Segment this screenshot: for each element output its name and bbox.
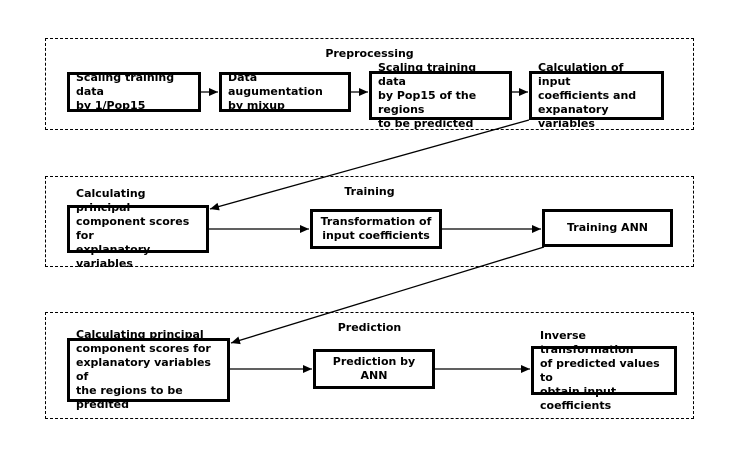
training-ann-box: Training ANN [542, 209, 673, 247]
scale-by-pop15-regions-label: Scaling training data by Pop15 of the re… [378, 60, 477, 130]
scale-by-inv-pop15-box: Scaling training data by 1/Pop15 [67, 71, 201, 112]
preprocessing-section-title: Preprocessing [325, 47, 414, 60]
arrow-calc-to-pcs [209, 119, 530, 211]
transform-input-coefficients-label: Transformation of input coefficients [320, 215, 432, 242]
pcs-explanatory-box: Calculating principal component scores f… [67, 187, 209, 270]
calc-input-coefficients-box: Calculation of input coefficients and ex… [529, 61, 664, 130]
data-augmentation-box: Data augumentation by mixup [219, 71, 351, 112]
pcs-explanatory-regions-box: Calculating principal component scores f… [67, 328, 230, 411]
pcs-explanatory-regions-label: Calculating principal component scores f… [76, 328, 211, 411]
prediction-section-title: Prediction [337, 321, 402, 334]
training-section: Training [45, 176, 694, 267]
training-ann-label: Training ANN [567, 221, 648, 234]
calc-input-coefficients-label: Calculation of input coefficients and ex… [538, 60, 637, 130]
prediction-by-ann-box: Prediction by ANN [313, 349, 435, 389]
data-augmentation-label: Data augumentation by mixup [228, 71, 323, 112]
scale-by-pop15-regions-box: Scaling training data by Pop15 of the re… [369, 61, 512, 130]
inverse-transformation-box: Inverse transformation of predicted valu… [531, 329, 677, 412]
preprocessing-section: Preprocessing [45, 38, 694, 130]
prediction-section: Prediction [45, 312, 694, 419]
scale-by-inv-pop15-label: Scaling training data by 1/Pop15 [76, 71, 175, 112]
transform-input-coefficients-box: Transformation of input coefficients [310, 209, 442, 249]
pcs-explanatory-label: Calculating principal component scores f… [76, 187, 190, 270]
inverse-transformation-label: Inverse transformation of predicted valu… [540, 328, 660, 412]
arrow-training-to-pcs-regions [230, 246, 545, 345]
training-section-title: Training [344, 185, 395, 198]
prediction-by-ann-label: Prediction by ANN [332, 355, 416, 382]
